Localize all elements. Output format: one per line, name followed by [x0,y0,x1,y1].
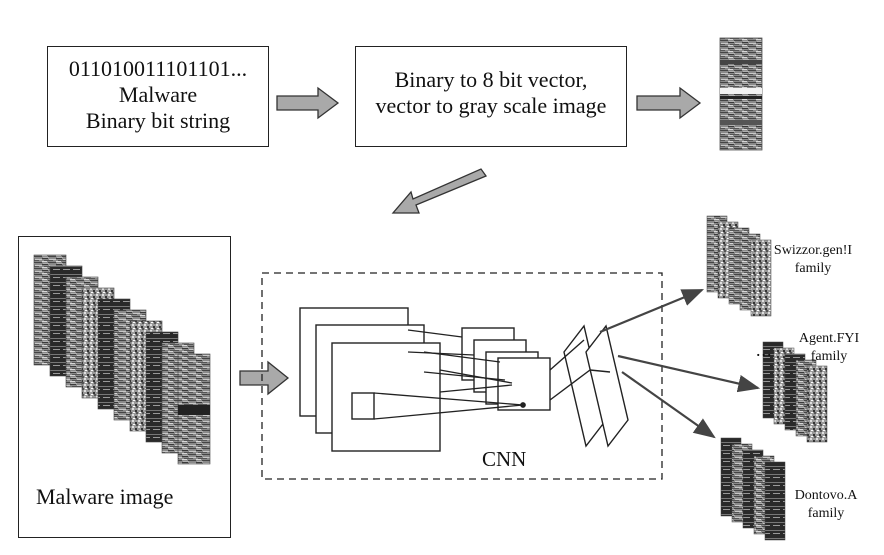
output-stack-2 [762,341,828,443]
bit-string-text: 011010011101101... [68,56,248,81]
output-label-2: Agent.FYI family [788,330,870,365]
grayscale-image [719,37,763,151]
arrow-image-to-dataset [391,168,488,214]
arrow-dataset-to-cnn [239,360,290,396]
cnn-label: CNN [482,447,527,471]
fully-connected-layers [549,324,629,448]
input-box [47,46,269,147]
malware-image-label: Malware image [36,484,174,509]
output-family-sub-3: family [807,505,845,521]
output-family-name-1: Swizzor.gen!I [773,243,853,258]
malware-label: Malware [118,81,198,107]
conv-layer-2 [461,327,551,411]
output-family-sub-2: family [810,348,848,364]
conversion-line-2: vector to gray scale image [375,92,607,118]
cnn-frame [261,272,663,480]
output-stack-1 [706,215,772,317]
output-stack-3 [720,437,786,541]
output-arrows [599,288,761,439]
output-family-sub-1: family [794,260,832,276]
output-label-1: Swizzor.gen!I family [768,242,858,277]
conversion-line-1: Binary to 8 bit vector, [394,67,588,92]
arrow-convert-to-image [636,86,702,120]
output-label-3: Dontovo.A family [784,487,868,522]
conv-layer-1 [299,307,441,452]
conversion-box [355,46,627,147]
malware-image-box [18,236,231,538]
conversion-box-text: Binary to 8 bit vector, vector to gray s… [355,67,627,119]
receptive-field-lines [373,329,526,420]
ellipsis: ... [756,340,773,360]
output-family-name-2: Agent.FYI [798,331,860,346]
binary-bit-string-label: Binary bit string [85,107,231,133]
arrow-input-to-convert [276,86,340,120]
output-family-name-3: Dontovo.A [794,488,858,503]
input-box-text: 011010011101101... Malware Binary bit st… [47,56,269,134]
malware-image-stack [33,254,211,465]
